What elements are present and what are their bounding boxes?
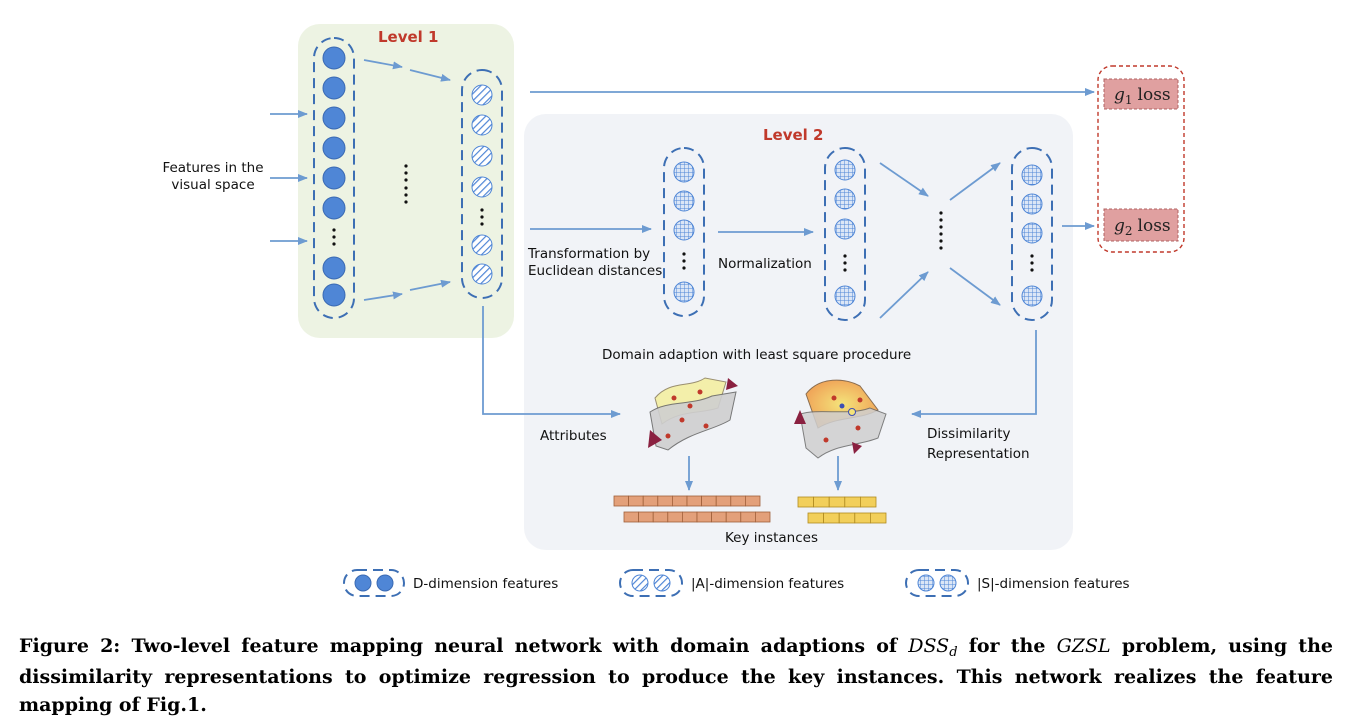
key-instance-cell <box>642 495 659 507</box>
legend-a-dimension: |A|-dimension features <box>619 569 844 597</box>
arrow-to-attributes <box>482 306 621 418</box>
normalization-label: Normalization <box>718 256 812 272</box>
key-instances-label: Key instances <box>725 530 818 546</box>
key-instance-cell <box>797 496 815 508</box>
key-instance-cell <box>672 495 688 507</box>
key-instance-cell <box>696 511 713 523</box>
key-instance-cell <box>823 512 840 524</box>
a-dimension-column <box>461 69 503 299</box>
key-instance-cell <box>828 496 846 508</box>
right-manifold-image <box>794 379 887 459</box>
s-dimension-column-2 <box>824 147 866 321</box>
key-instance-cell <box>745 495 761 507</box>
key-instance-bars-yellow <box>797 496 887 524</box>
arrow-to-dissimilarity <box>911 330 1037 418</box>
key-instance-cell <box>740 511 756 523</box>
s-dimension-column-1 <box>663 147 705 317</box>
attributes-label: Attributes <box>540 428 607 444</box>
key-instance-cell <box>715 495 732 507</box>
key-instance-cell <box>860 496 877 508</box>
key-instance-cell <box>730 495 746 507</box>
key-instance-cell <box>613 495 630 507</box>
key-instance-cell <box>755 511 771 523</box>
key-instance-cell <box>870 512 887 524</box>
key-instance-cell <box>854 512 871 524</box>
key-instance-cell <box>652 511 669 523</box>
domain-adaption-label: Domain adaption with least square proced… <box>602 347 911 363</box>
key-instance-cell <box>657 495 673 507</box>
key-instance-bars-orange <box>613 495 771 523</box>
key-instance-cell <box>682 511 698 523</box>
input-arrows <box>270 110 308 245</box>
s-dimension-column-3 <box>1011 147 1053 321</box>
key-instance-cell <box>623 511 640 523</box>
key-instance-cell <box>844 496 861 508</box>
key-instance-cell <box>838 512 856 524</box>
key-instance-cell <box>701 495 717 507</box>
legend-s-label: |S|-dimension features <box>977 576 1130 592</box>
figure-caption: Figure 2: Two-level feature mapping neur… <box>19 635 1333 716</box>
level1-connections <box>363 59 451 301</box>
key-instance-cell <box>807 512 825 524</box>
key-instance-cell <box>813 496 830 508</box>
level2-panel <box>524 114 1073 550</box>
key-instance-cell <box>711 511 727 523</box>
legend-a-label: |A|-dimension features <box>691 576 844 592</box>
key-instance-cell <box>628 495 644 507</box>
legend-d-label: D-dimension features <box>413 576 558 592</box>
key-instance-cell <box>638 511 654 523</box>
g1-loss-box <box>1103 78 1179 110</box>
key-instance-cell <box>725 511 742 523</box>
legend: D-dimension features |A|-dimension featu… <box>343 569 1130 597</box>
g2-loss-box <box>1103 208 1179 242</box>
cross-connections <box>879 162 1001 319</box>
legend-s-dimension: |S|-dimension features <box>905 569 1130 597</box>
left-manifold-image <box>648 377 738 451</box>
level1-label: Level 1 <box>378 28 438 46</box>
d-dimension-column <box>313 37 355 319</box>
key-instance-cell <box>686 495 703 507</box>
level2-label: Level 2 <box>763 126 823 144</box>
key-instance-cell <box>667 511 683 523</box>
legend-d-dimension: D-dimension features <box>343 569 558 597</box>
